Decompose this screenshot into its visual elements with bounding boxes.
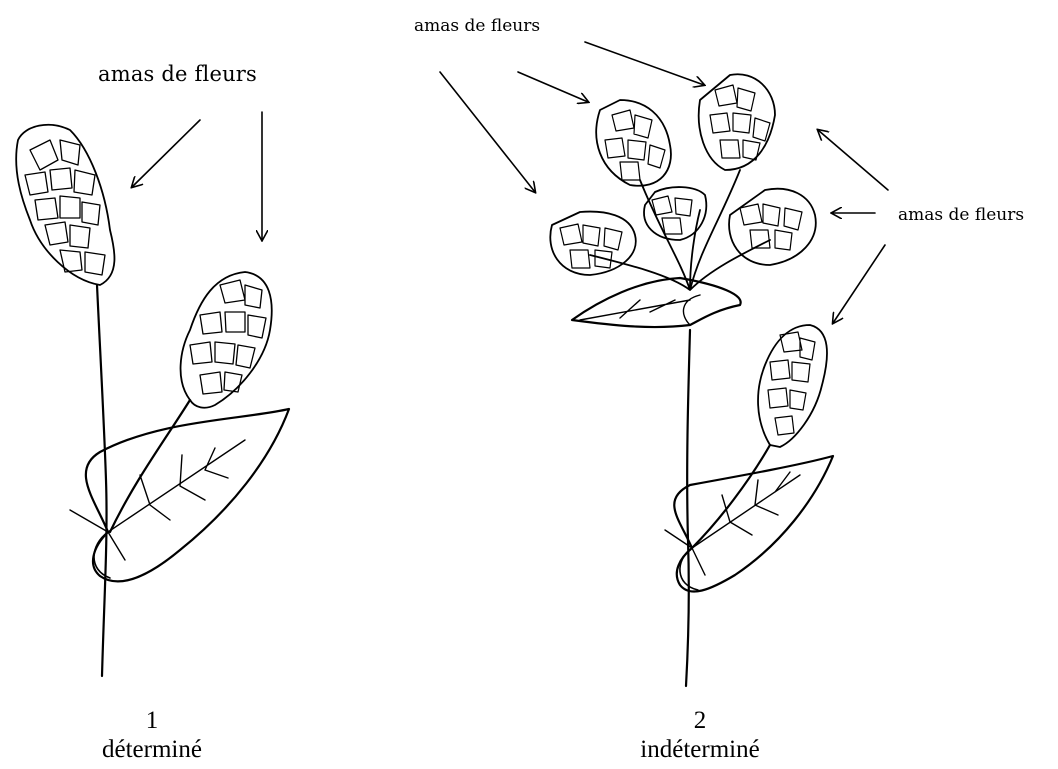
plant-1-determinate <box>16 112 289 676</box>
plant-2-cluster-mid <box>644 187 706 240</box>
plant-2-arrow-right-1 <box>818 130 888 190</box>
plant-2-arrow-right-3 <box>833 245 885 323</box>
plant-1-cluster-top-florets <box>25 140 105 275</box>
plant-2-indeterminate <box>440 42 888 686</box>
plant-2-cluster-top-right <box>699 74 775 170</box>
plant-2-main-stem <box>686 330 690 686</box>
plant-1-cluster-label: amas de fleurs <box>98 62 257 86</box>
plant-2-right-cluster-label: amas de fleurs <box>898 205 1024 225</box>
plant-1-leaf-veins <box>70 440 245 560</box>
plant-2-caption: 2 indéterminé <box>600 706 800 764</box>
plant-1-caption: 1 déterminé <box>52 706 252 764</box>
plant-2-upper-leaf <box>572 278 741 327</box>
plant-2-type: indéterminé <box>600 735 800 764</box>
plant-2-upper-branches <box>590 170 770 290</box>
plant-2-top-cluster-label: amas de fleurs <box>414 16 540 36</box>
plant-1-cluster-lower <box>181 272 272 408</box>
plant-2-cluster-top-left <box>596 100 671 186</box>
plant-2-upper-leaf-veins <box>580 295 700 325</box>
plant-1-branch-stem <box>110 400 190 532</box>
plant-2-branch-stem <box>692 445 770 548</box>
plant-2-cluster-lower <box>758 325 827 447</box>
plant-1-number: 1 <box>52 706 252 735</box>
plant-1-type: déterminé <box>52 735 252 764</box>
plant-1-arrow-left <box>132 120 200 187</box>
plant-2-lower-leaf <box>674 456 833 592</box>
plant-2-number: 2 <box>600 706 800 735</box>
plant-1-main-stem <box>97 285 107 676</box>
plant-2-arrow-top-2 <box>518 72 588 102</box>
plant-2-arrow-top-1 <box>440 72 535 192</box>
plant-1-leaf <box>86 409 289 581</box>
plant-1-cluster-lower-florets <box>190 280 266 394</box>
plant-2-arrow-top-3 <box>585 42 704 85</box>
